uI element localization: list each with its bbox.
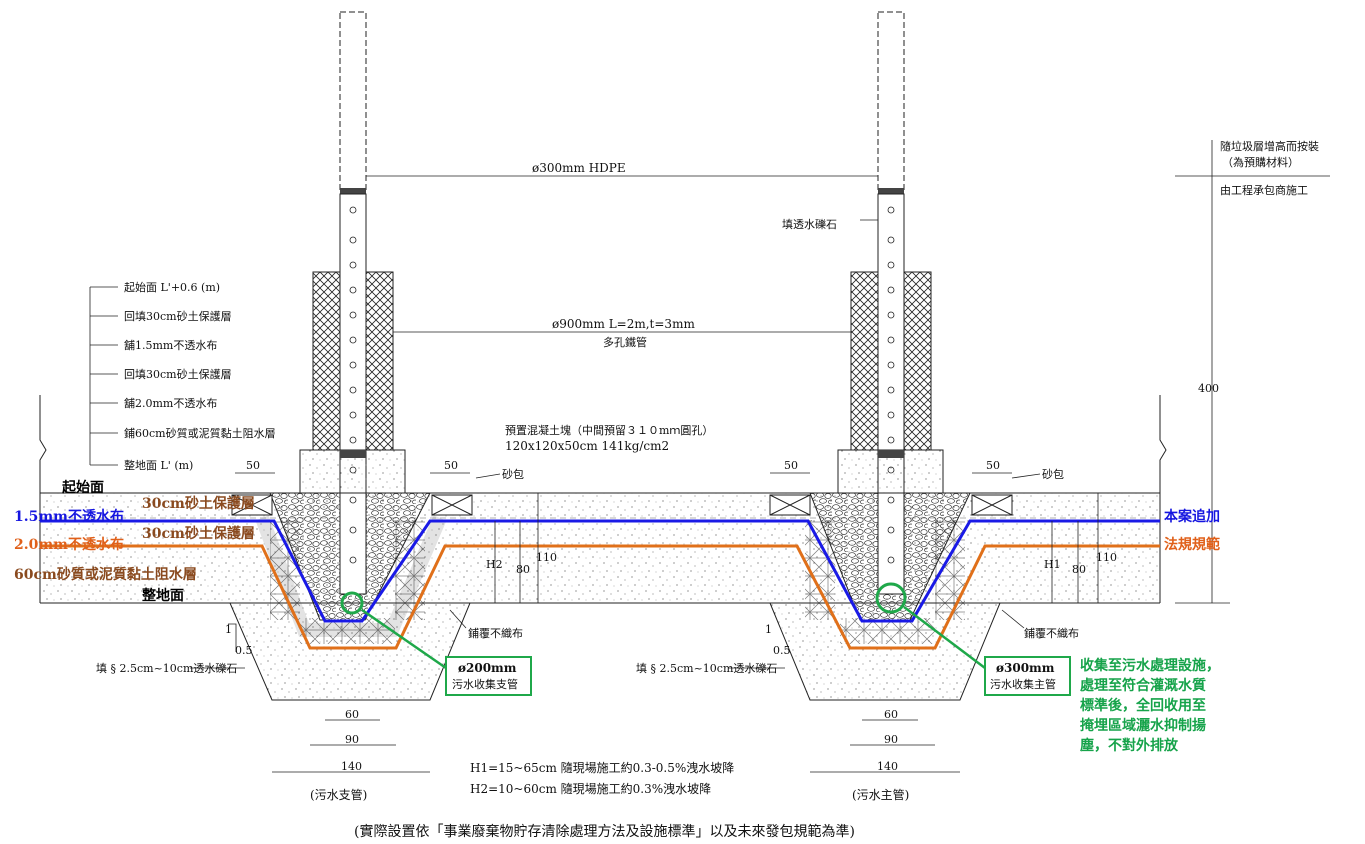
left-trench-caption: (污水支管) xyxy=(310,787,367,802)
steel-pipe-label: ø900mm L=2m,t=3mm xyxy=(552,317,695,331)
left-fill-label: 填 § 2.5cm~10cm透水礫石 xyxy=(96,661,237,675)
liner-15-label: 1.5mm不透水布 xyxy=(14,508,124,525)
green-note-line: 收集至污水處理設施， xyxy=(1080,657,1220,674)
h2-note: H2=10~60cm 隨現場施工約0.3%洩水坡降 xyxy=(470,781,711,796)
green-note-line: 標準後，全回收用至 xyxy=(1080,697,1206,714)
concrete-block-label: 預置混凝土塊（中間預留３１０mｍ圓孔） xyxy=(505,423,713,437)
right-pipe-name: 污水收集主管 xyxy=(990,677,1056,691)
h1-note: H1=15~65cm 隨現場施工約0.3-0.5%洩水坡降 xyxy=(470,760,734,775)
left-riser xyxy=(299,11,406,595)
left-pipe-size: ø200mm xyxy=(458,661,517,675)
sand-layer-1-label: 30cm砂土保護層 xyxy=(142,495,255,512)
legend-item: 舖2.0mm不透水布 xyxy=(124,396,217,410)
legend-item: 舖1.5mm不透水布 xyxy=(124,338,217,352)
dim-80: 80 xyxy=(1072,563,1086,576)
dim-140: 140 xyxy=(877,760,898,773)
sandbags xyxy=(231,494,1013,516)
right-note-line1: 隨垃圾層增高而按裝 xyxy=(1220,139,1319,153)
dim-140: 140 xyxy=(341,760,362,773)
left-pipe-callout-box xyxy=(445,656,532,696)
left-pipe-name: 污水收集支管 xyxy=(452,677,518,691)
dim-110: 110 xyxy=(1096,551,1117,564)
graded-face-label: 整地面 xyxy=(141,587,184,604)
slope-05: 0.5 xyxy=(773,644,791,657)
legend-item: 起始面 L'+0.6 (m) xyxy=(124,280,220,294)
sandbag-label-left: 砂包 xyxy=(502,468,524,481)
dim-90: 90 xyxy=(345,733,359,746)
geotextile-label-left: 鋪覆不織布 xyxy=(468,626,523,640)
left-collection-pipe-marker xyxy=(340,591,364,615)
dimension-labels: 50 50 50 50 H2 80 110 H1 80 110 1 0.5 1 … xyxy=(225,459,1117,773)
right-trench-caption: (污水主管) xyxy=(852,787,909,802)
dim-60: 60 xyxy=(345,708,359,721)
regulation-label: 法規規範 xyxy=(1164,536,1220,553)
dim-50: 50 xyxy=(246,459,260,472)
right-collection-pipe-marker xyxy=(875,582,907,614)
gravel-fill-label: 填透水礫石 xyxy=(782,217,837,231)
right-note-line2: （為預購材料） xyxy=(1222,155,1299,169)
steel-pipe-sub-label: 多孔鐵管 xyxy=(603,335,647,349)
green-treatment-note: 收集至污水處理設施， 處理至符合灌溉水質 標準後，全回收用至 掩埋區域灑水抑制揚… xyxy=(1080,657,1220,754)
green-note-line: 處理至符合灌溉水質 xyxy=(1080,677,1206,694)
dim-h1: H1 xyxy=(1044,558,1061,571)
geotextile-label-right: 鋪覆不織布 xyxy=(1024,626,1079,640)
start-face-label: 起始面 xyxy=(61,479,104,496)
clay-layer-label: 60cm砂質或泥質黏土阻水層 xyxy=(14,566,197,583)
dim-h2: H2 xyxy=(486,558,503,571)
green-note-line: 掩埋區域灑水抑制揚 xyxy=(1080,717,1206,734)
slope-1: 1 xyxy=(225,623,232,636)
right-pipe-callout-box xyxy=(984,656,1071,696)
sand-layer-2-label: 30cm砂土保護層 xyxy=(142,525,255,542)
dim-60: 60 xyxy=(884,708,898,721)
slope-05: 0.5 xyxy=(235,644,253,657)
legend-item: 整地面 L' (m) xyxy=(124,458,193,472)
sandbag-label-right: 砂包 xyxy=(1042,468,1064,481)
project-added-label: 本案追加 xyxy=(1164,508,1220,525)
liner-2-0mm-orange xyxy=(40,544,1160,650)
hdpe-label: ø300mm HDPE xyxy=(532,161,626,175)
legend-item: 回填30cm砂土保護層 xyxy=(124,367,232,381)
right-pipe-size: ø300mm xyxy=(996,661,1055,675)
footer-note: (實際設置依「事業廢棄物貯存清除處理方法及設施標準」以及未來發包規範為準) xyxy=(354,823,855,840)
right-riser xyxy=(837,11,944,595)
dim-110: 110 xyxy=(536,551,557,564)
green-note-line: 塵，不對外排放 xyxy=(1080,737,1179,754)
liner-20-label: 2.0mm不透水布 xyxy=(14,536,124,553)
right-fill-label: 填 § 2.5cm~10cm透水礫石 xyxy=(636,661,777,675)
pipe-callouts xyxy=(340,582,1071,696)
dimension-lines xyxy=(89,140,1330,773)
dim-80: 80 xyxy=(516,563,530,576)
legend-item: 回填30cm砂土保護層 xyxy=(124,309,232,323)
dim-50: 50 xyxy=(784,459,798,472)
concrete-block-spec: 120x120x50cm 141kg/cm2 xyxy=(505,439,669,453)
dim-50: 50 xyxy=(986,459,1000,472)
right-note-line3: 由工程承包商施工 xyxy=(1220,183,1308,197)
layer-legend: 起始面 L'+0.6 (m) 回填30cm砂土保護層 舖1.5mm不透水布 回填… xyxy=(124,280,276,472)
height-400-label: 400 xyxy=(1198,382,1219,395)
slope-1: 1 xyxy=(765,623,772,636)
legend-item: 鋪60cm砂質或泥質黏土阻水層 xyxy=(124,426,276,440)
liner-1-5mm-blue xyxy=(40,519,1160,623)
dim-50: 50 xyxy=(444,459,458,472)
dim-90: 90 xyxy=(884,733,898,746)
